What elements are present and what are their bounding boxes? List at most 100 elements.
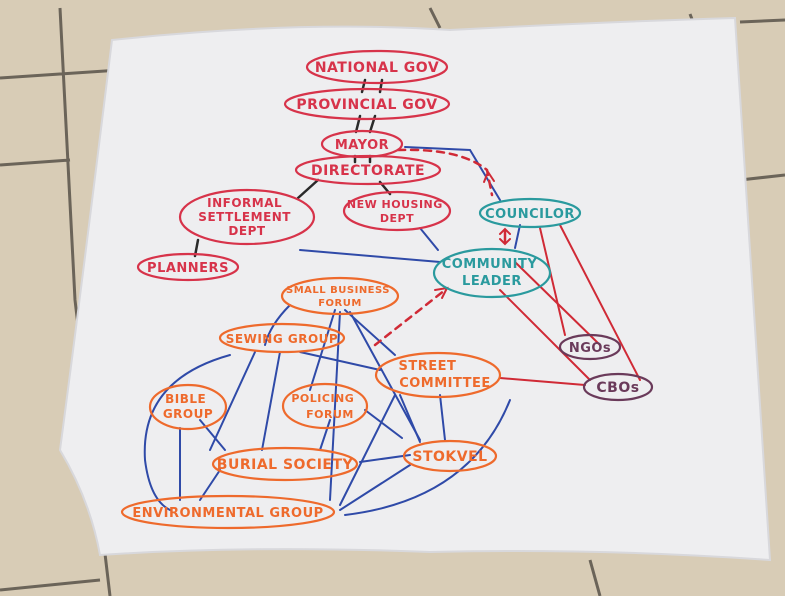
- connector-blue: [199, 419, 226, 451]
- node-outline: [478, 197, 582, 229]
- connector-blue: [419, 227, 439, 251]
- arrow-head: [483, 169, 495, 183]
- node-national-gov: NATIONAL GOV: [305, 49, 449, 85]
- node-outline: [294, 154, 442, 186]
- node-label-line: CBOs: [596, 380, 639, 396]
- node-outline: [120, 494, 336, 530]
- node-label: PLANNERS: [147, 261, 229, 276]
- connector-blue: [319, 419, 331, 451]
- connector-blue: [344, 399, 511, 516]
- node-outline: [280, 276, 400, 316]
- node-label-line: LEADER: [462, 274, 522, 289]
- arrow-head: [499, 227, 511, 246]
- node-outline: [136, 252, 240, 282]
- node-label-line: INFORMAL: [207, 196, 282, 210]
- node-community-leader: COMMUNITY LEADER: [432, 247, 552, 299]
- connector-blue: [209, 351, 256, 451]
- paper-sheet: [58, 16, 772, 562]
- node-outline: [374, 351, 502, 399]
- node-label-line: ENVIRONMENTAL GROUP: [132, 506, 323, 521]
- node-street-committee: STREET COMMITTEE: [374, 351, 502, 399]
- node-label-line: SEWING GROUP: [226, 332, 338, 346]
- node-ngos: NGOs: [558, 333, 622, 361]
- nodes: NATIONAL GOV PROVINCIAL GOV MAYOR DIRECT…: [120, 49, 654, 530]
- node-label-line: SMALL BUSINESS: [286, 285, 390, 296]
- node-outline: [211, 446, 359, 482]
- node-cbos: CBOs: [582, 372, 654, 402]
- node-outline: [432, 247, 552, 299]
- node-label-line: NGOs: [569, 341, 611, 356]
- node-label: PROVINCIAL GOV: [296, 97, 437, 113]
- connector-blue: [349, 311, 421, 441]
- node-label-line: SETTLEMENT: [198, 210, 291, 224]
- connector-blue: [339, 464, 411, 511]
- node-label-line: STOKVEL: [412, 449, 487, 465]
- connector-blue: [199, 469, 221, 501]
- node-outline: [148, 383, 228, 431]
- node-label-line: FORUM: [318, 298, 362, 309]
- node-label-line: BIBLE: [165, 392, 206, 406]
- connector-red-dashed: [396, 148, 494, 197]
- connector-red: [499, 289, 591, 381]
- node-label: MAYOR: [335, 138, 389, 153]
- connector-red: [559, 224, 641, 381]
- node-label-line: COMMITTEE: [399, 376, 491, 391]
- node-label-line: DEPT: [380, 212, 414, 225]
- node-label: NEW HOUSING DEPT: [347, 198, 447, 225]
- node-label: POLICING FORUM: [291, 392, 358, 421]
- node-label: NATIONAL GOV: [315, 60, 439, 76]
- node-outline: [283, 87, 451, 121]
- node-label: BIBLE GROUP: [163, 392, 213, 421]
- node-label-line: BURIAL SOCIETY: [217, 457, 354, 473]
- connector-red: [499, 377, 586, 386]
- node-label-line: COMMUNITY: [442, 257, 538, 272]
- node-councilor: COUNCILOR: [478, 197, 582, 229]
- node-outline: [342, 190, 452, 232]
- node-small-business-forum: SMALL BUSINESS FORUM: [280, 276, 400, 316]
- node-outline: [305, 49, 449, 85]
- node-sewing-group: SEWING GROUP: [218, 322, 346, 354]
- node-label: COUNCILOR: [485, 207, 575, 222]
- node-outline: [582, 372, 654, 402]
- node-label: DIRECTORATE: [311, 163, 425, 179]
- connector-blue: [299, 249, 441, 263]
- connector-blue: [359, 454, 411, 463]
- node-label-line: GROUP: [163, 407, 213, 421]
- node-label-line: POLICING: [291, 392, 354, 405]
- node-label: STOKVEL: [412, 449, 487, 465]
- node-label-line: PROVINCIAL GOV: [296, 97, 437, 113]
- node-planners: PLANNERS: [136, 252, 240, 282]
- node-policing-forum: POLICING FORUM: [281, 382, 369, 430]
- node-label: SEWING GROUP: [226, 332, 338, 346]
- node-new-housing-dept: NEW HOUSING DEPT: [342, 190, 452, 232]
- node-stokvel: STOKVEL: [402, 439, 498, 473]
- node-label: NGOs: [569, 341, 611, 356]
- connector-red: [539, 227, 566, 336]
- node-label-line: MAYOR: [335, 138, 389, 153]
- connector-red-dashed: [373, 288, 447, 347]
- node-label: BURIAL SOCIETY: [217, 457, 354, 473]
- node-label-line: PLANNERS: [147, 261, 229, 276]
- node-label: STREET COMMITTEE: [399, 359, 491, 391]
- connector-blue: [143, 354, 231, 511]
- connector-blue: [309, 309, 336, 391]
- node-label-line: FORUM: [306, 408, 354, 421]
- node-informal-settlement-dept: INFORMAL SETTLEMENT DEPT: [178, 188, 316, 246]
- node-label: ENVIRONMENTAL GROUP: [132, 506, 323, 521]
- node-label: COMMUNITY LEADER: [442, 257, 543, 289]
- connector-blue: [399, 394, 421, 443]
- connector-blue: [339, 394, 396, 506]
- connector-blue: [514, 224, 521, 249]
- node-burial-society: BURIAL SOCIETY: [211, 446, 359, 482]
- connector-blue: [299, 351, 381, 371]
- node-label-line: DEPT: [228, 224, 265, 238]
- node-outline: [402, 439, 498, 473]
- node-label-line: NATIONAL GOV: [315, 60, 439, 76]
- node-outline: [558, 333, 622, 361]
- node-directorate: DIRECTORATE: [294, 154, 442, 186]
- node-label-line: STREET: [399, 359, 457, 374]
- connector-blue: [261, 351, 281, 451]
- node-label-line: DIRECTORATE: [311, 163, 425, 179]
